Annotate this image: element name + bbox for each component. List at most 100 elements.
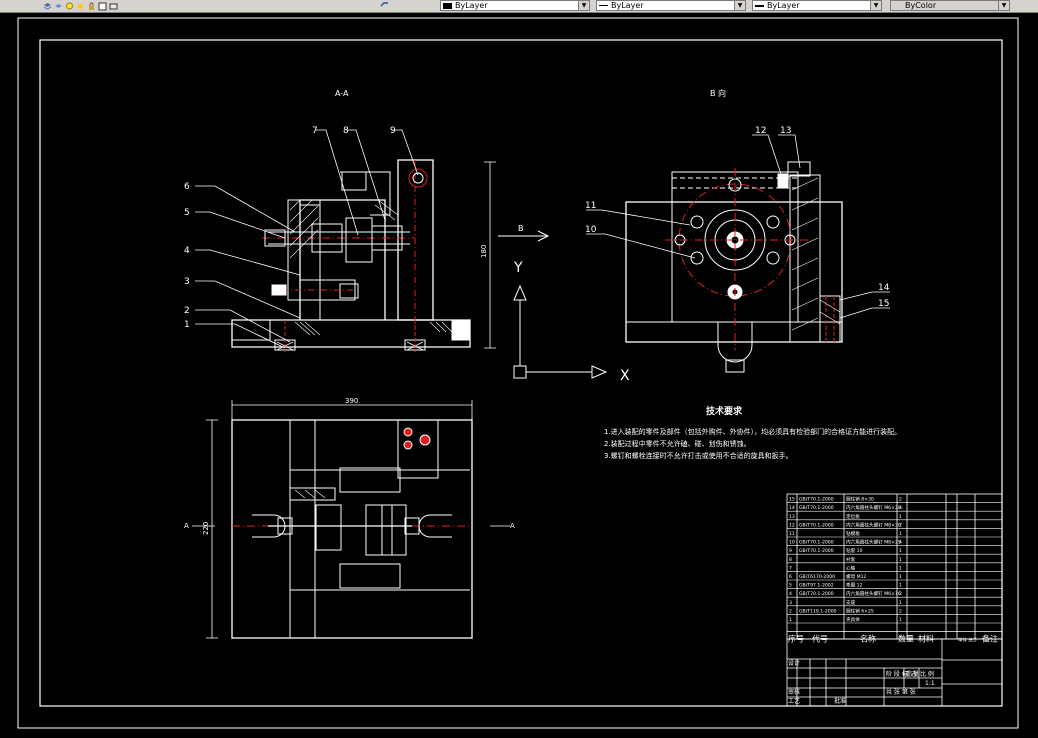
color-swatch-icon[interactable] xyxy=(98,2,107,11)
view-direction-arrow: B xyxy=(498,224,550,242)
bom-cell-code: GB/T70.1-2000 xyxy=(799,505,834,511)
bom-cell-qty: 1 xyxy=(899,514,902,520)
bom-cell-seq: 6 xyxy=(789,574,792,580)
chevron-down-icon[interactable]: ▼ xyxy=(998,1,1009,10)
bom-cell-code: GB/T70.1-2000 xyxy=(799,591,834,597)
process-row: 工艺 xyxy=(788,697,800,705)
balloons-right: 10 11 12 13 14 15 xyxy=(585,126,890,309)
lock-icon[interactable] xyxy=(87,2,96,11)
bom-cell-name: 内六角圆柱头螺钉 M6×20 xyxy=(846,504,901,511)
tech-line: 1.进入装配的零件及部件（包括外购件、外协件），均必须具有检验部门的合格证方能进… xyxy=(604,427,901,436)
balloon-label: 4 xyxy=(184,246,190,256)
layer-state-icon[interactable] xyxy=(54,2,63,11)
layer-manager-icon[interactable] xyxy=(43,2,52,11)
bom-header-seq: 序号 xyxy=(788,634,804,644)
bom-cell-qty: 1 xyxy=(899,565,902,571)
leaders-right xyxy=(586,134,890,319)
bom-cell-seq: 10 xyxy=(789,540,795,546)
sheet-label: 共 张 第 张 xyxy=(886,688,916,696)
balloon-label: 8 xyxy=(343,126,349,136)
arrow-b-label: B xyxy=(518,224,524,233)
lightbulb-icon[interactable] xyxy=(65,2,74,11)
bom-cell-code: GB/T119.1-2000 xyxy=(799,608,837,614)
section-label: A-A xyxy=(335,89,349,98)
balloon-label: 12 xyxy=(755,126,766,136)
balloon-label: 2 xyxy=(184,306,190,316)
make-current-icon[interactable] xyxy=(109,2,118,11)
drawing-svg[interactable]: A-A xyxy=(0,12,1038,734)
balloon-label: 3 xyxy=(184,277,190,287)
bom-cell-seq: 11 xyxy=(789,531,795,537)
section-mark-left: A xyxy=(184,522,189,530)
linetype-swatch-icon xyxy=(599,5,608,6)
drawing-canvas[interactable]: A-A xyxy=(0,12,1038,734)
layer-previous-icon[interactable] xyxy=(380,1,389,10)
bom-cell-qty: 1 xyxy=(899,557,902,563)
view-label: B 向 xyxy=(710,88,726,98)
dim-width: 390 xyxy=(345,397,358,405)
scale-value: 1:1 xyxy=(925,680,935,687)
bom-cell-name: 钻套 10 xyxy=(846,547,863,554)
bom-cell-qty: 2 xyxy=(899,591,902,597)
bom-cell-code: GB/T97.1-2002 xyxy=(799,583,834,589)
bom-header-material: 材料 xyxy=(918,634,934,644)
bom-cell-name: 螺母 M12 xyxy=(846,573,867,580)
section-mark-right: A xyxy=(510,522,515,530)
dim-height: 180 xyxy=(480,245,488,258)
top-view: 390 220 A A xyxy=(184,397,515,639)
linetype-combo[interactable]: ByLayer▼ xyxy=(596,0,746,11)
bom-cell-code: GB/T70.1-2000 xyxy=(799,497,834,503)
layer-combo[interactable]: ByLayer▼ xyxy=(440,0,590,11)
lineweight-combo[interactable]: ByLayer▼ xyxy=(752,0,882,11)
weight-label: 重 量 xyxy=(905,670,919,678)
balloon-label: 11 xyxy=(585,201,596,211)
bom-cell-qty: 1 xyxy=(899,574,902,580)
bom-cell-seq: 5 xyxy=(789,583,792,589)
color-swatch-icon xyxy=(443,3,452,9)
bom-cell-qty: 4 xyxy=(899,540,902,546)
title-block-text: 设计 审核 工艺 批准 阶 段 标 记 重 量 比 例 1:1 共 张 第 张 xyxy=(788,659,935,705)
bom-cell-seq: 12 xyxy=(789,522,795,528)
bom-cell-name: 内六角圆柱头螺钉 M8×25 xyxy=(846,539,901,546)
plotstyle-combo[interactable]: ByColor▼ xyxy=(890,0,1010,11)
properties-toolbar: ByLayer▼ ByLayer▼ ByLayer▼ ByColor▼ xyxy=(0,0,1038,13)
ucs-icon: Y X xyxy=(513,260,630,384)
bom-cell-seq: 7 xyxy=(789,565,792,571)
bom-cell-seq: 14 xyxy=(789,505,795,511)
bom-cell-name: 钻模板 xyxy=(846,530,860,537)
bom-cell-qty: 1 xyxy=(899,548,902,554)
bom-cell-name: 衬套 xyxy=(846,556,856,563)
bom-cell-qty: 1 xyxy=(899,617,902,623)
lineweight-swatch-icon xyxy=(755,5,764,7)
bom-cell-qty: 2 xyxy=(899,497,902,503)
bom-cell-name: 定位板 xyxy=(846,513,860,520)
balloon-label: 13 xyxy=(780,126,791,136)
chevron-down-icon[interactable]: ▼ xyxy=(870,1,881,10)
bom-cell-qty: 4 xyxy=(899,505,902,511)
bom-cell-qty: 1 xyxy=(899,600,902,606)
bom-cell-seq: 1 xyxy=(789,617,792,623)
bom-cell-qty: 2 xyxy=(899,608,902,614)
balloon-label: 5 xyxy=(184,208,190,218)
bom-cell-code: GB/T70.1-2000 xyxy=(799,522,834,528)
bom-cell-name: 内六角圆柱头螺钉 M6×16 xyxy=(846,590,901,597)
bom-cell-name: 夹具体 xyxy=(846,616,860,623)
chevron-down-icon[interactable]: ▼ xyxy=(734,1,745,10)
bom-cell-qty: 1 xyxy=(899,531,902,537)
bom-cell-seq: 13 xyxy=(789,514,795,520)
bom-cell-qty: 1 xyxy=(899,583,902,589)
check-row: 审核 xyxy=(788,688,800,696)
bom-cell-code: GB/T6170-2000 xyxy=(799,574,835,580)
bom-cell-name: 心轴 xyxy=(846,564,856,571)
section-aa-view: A-A xyxy=(231,89,496,352)
bom-header-name: 名称 xyxy=(860,634,876,644)
sun-icon[interactable] xyxy=(76,2,85,11)
bom-cell-seq: 15 xyxy=(789,497,795,503)
bom-cell-seq: 4 xyxy=(789,591,792,597)
bom-cell-code: GB/T70.1-2000 xyxy=(799,540,834,546)
inner-border xyxy=(39,39,1003,707)
balloon-label: 14 xyxy=(878,283,890,293)
chevron-down-icon[interactable]: ▼ xyxy=(578,1,589,10)
balloon-label: 1 xyxy=(184,320,190,330)
